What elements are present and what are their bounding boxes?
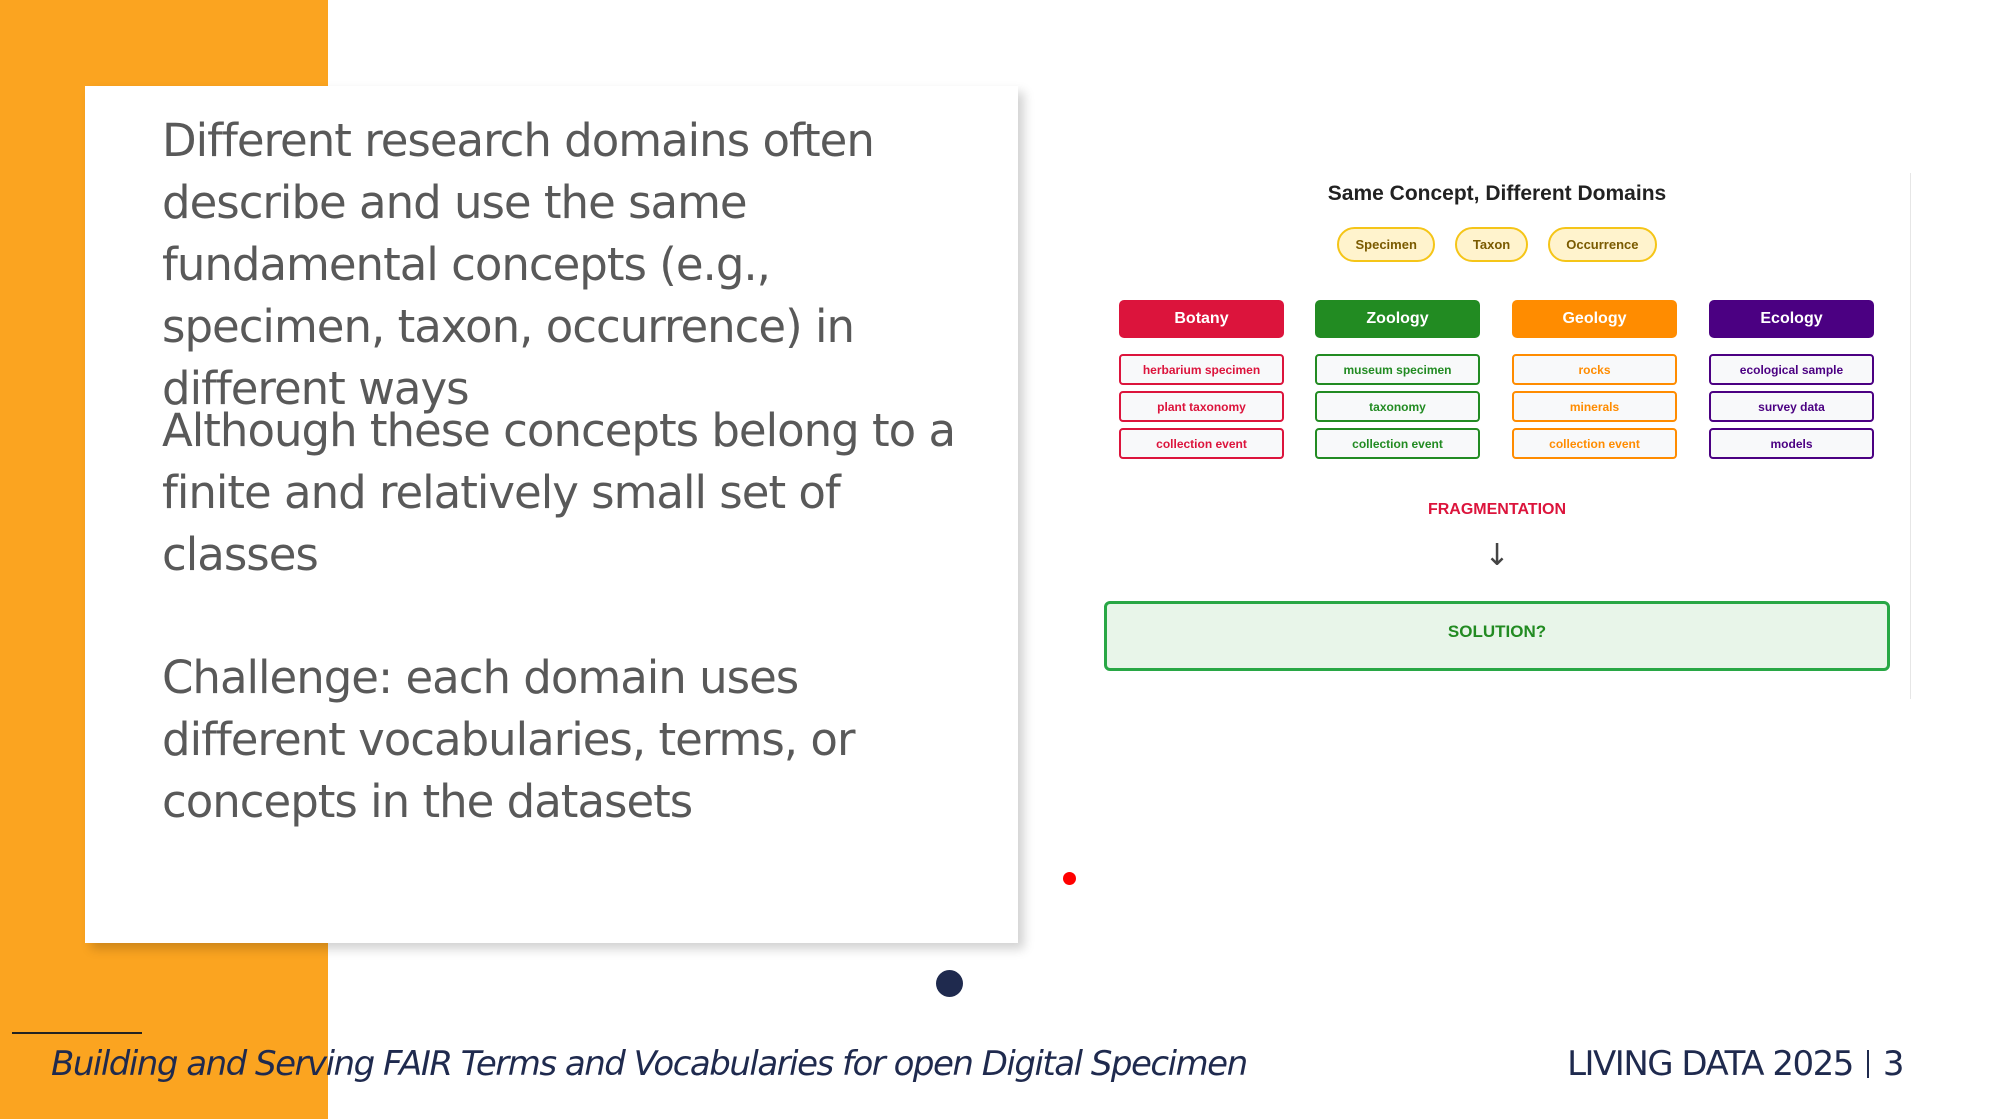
conference-name: LIVING DATA 2025	[1567, 1044, 1854, 1084]
concept-pill: Specimen	[1337, 227, 1435, 262]
domain-column-geology: Geology rocks minerals collection event	[1512, 300, 1677, 459]
domain-header: Zoology	[1315, 300, 1480, 338]
footer-rule	[12, 1032, 142, 1034]
laser-pointer-dot	[1063, 872, 1076, 885]
bullet-1: Different research domains often describ…	[162, 114, 875, 415]
concept-pill: Taxon	[1454, 227, 1529, 262]
down-arrow-icon: ↓	[1484, 538, 1510, 573]
domain-term: herbarium specimen	[1119, 354, 1284, 385]
domain-term: taxonomy	[1315, 391, 1480, 422]
domain-header: Ecology	[1709, 300, 1874, 338]
domain-term: survey data	[1709, 391, 1874, 422]
page-number: 3	[1882, 1044, 1905, 1084]
slide-dot	[936, 970, 963, 997]
domain-term: ecological sample	[1709, 354, 1874, 385]
domain-header: Botany	[1119, 300, 1284, 338]
solution-box: SOLUTION?	[1104, 601, 1890, 671]
domain-term: models	[1709, 428, 1874, 459]
divider	[1910, 173, 1911, 699]
bullet-2: Although these concepts belong to a fini…	[162, 404, 956, 581]
domain-term: minerals	[1512, 391, 1677, 422]
diagram-title: Same Concept, Different Domains	[1327, 182, 1667, 205]
domain-header: Geology	[1512, 300, 1677, 338]
domain-term: collection event	[1315, 428, 1480, 459]
text-card: Different research domains often describ…	[85, 86, 1018, 943]
domain-column-botany: Botany herbarium specimen plant taxonomy co…	[1119, 300, 1284, 459]
fragmentation-label: FRAGMENTATION	[1427, 501, 1567, 518]
domain-term: collection event	[1512, 428, 1677, 459]
separator	[1866, 1050, 1869, 1078]
domain-column-zoology: Zoology museum specimen taxonomy collection…	[1315, 300, 1480, 459]
domain-term: museum specimen	[1315, 354, 1480, 385]
bullet-3: Challenge: each domain uses different vo…	[162, 651, 855, 828]
domain-column-ecology: Ecology ecological sample survey data model…	[1709, 300, 1874, 459]
footer-title: Building and Serving FAIR Terms and Voca…	[51, 1044, 1248, 1084]
domain-term: rocks	[1512, 354, 1677, 385]
domain-term: plant taxonomy	[1119, 391, 1284, 422]
footer-conference: LIVING DATA 2025 3	[1567, 1044, 1905, 1084]
domain-term: collection event	[1119, 428, 1284, 459]
concept-pill: Occurrence	[1548, 227, 1657, 262]
concept-pills: Specimen Taxon Occurrence	[1104, 227, 1890, 262]
